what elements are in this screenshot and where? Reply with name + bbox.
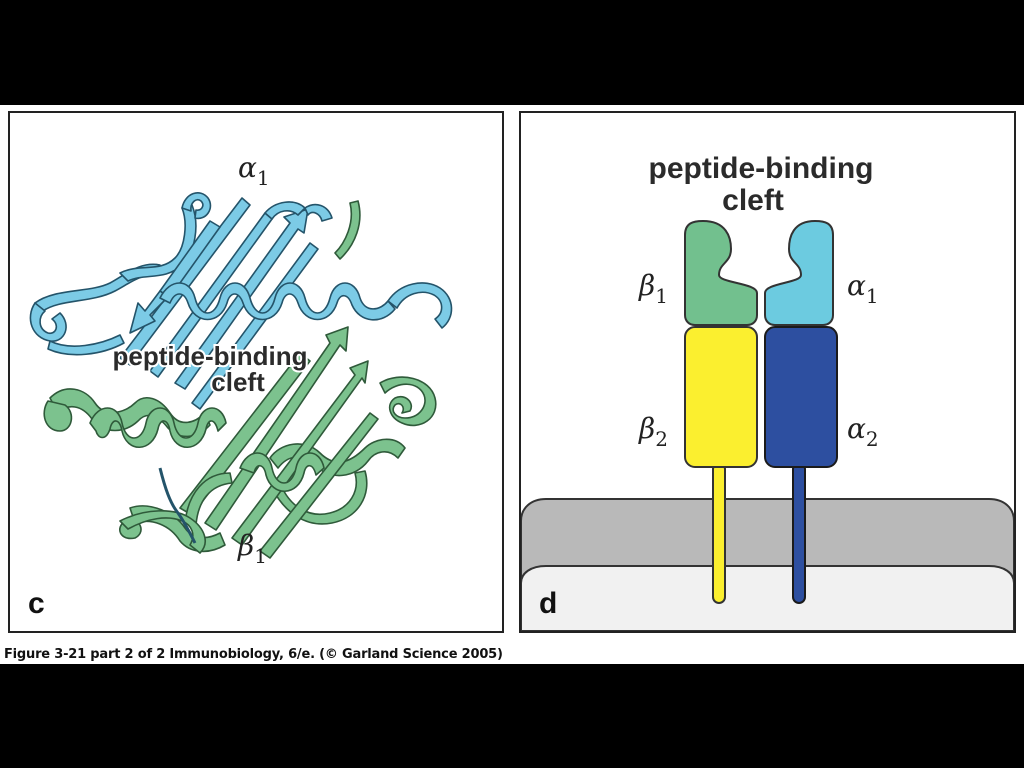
cytoplasm-side <box>521 565 1014 631</box>
cleft-label-line1: peptide-binding <box>113 341 308 371</box>
beta-chain-ribbon <box>43 376 437 553</box>
panel-letter-d: d <box>539 587 557 620</box>
panel-c-ribbon-diagram: α1 β1 peptide-binding cleft c <box>8 111 504 633</box>
schematic-svg: peptide-binding cleft β1 β2 α1 α2 d <box>521 152 1014 631</box>
panel-letter-c: c <box>28 587 45 620</box>
figure-caption: Figure 3-21 part 2 of 2 Immunobiology, 6… <box>4 647 503 662</box>
alpha1-domain <box>764 219 834 326</box>
ribbon-diagram-svg: α1 β1 peptide-binding cleft c <box>28 151 453 620</box>
beta1-domain <box>684 219 758 326</box>
beta2-domain <box>684 326 758 468</box>
beta-chain-transmembrane <box>712 462 726 604</box>
beta1-label: β1 <box>237 529 267 568</box>
beta1-label: β1 <box>638 269 668 308</box>
alpha-chain-tail <box>158 467 197 544</box>
cleft-label-line2: cleft <box>211 367 265 397</box>
alpha1-label: α1 <box>238 151 270 190</box>
panel-d-schematic-diagram: peptide-binding cleft β1 β2 α1 α2 d <box>519 111 1016 633</box>
alpha1-label: α1 <box>847 269 879 308</box>
cleft-label-line2: cleft <box>722 184 784 217</box>
alpha-helix-coils <box>159 282 453 329</box>
beta2-label: β2 <box>638 412 668 451</box>
cleft-label-line1: peptide-binding <box>649 152 874 185</box>
alpha2-domain <box>764 326 838 468</box>
alpha2-label: α2 <box>847 412 879 451</box>
beta-helix-coils <box>89 407 325 492</box>
alpha-chain-transmembrane <box>792 462 806 604</box>
